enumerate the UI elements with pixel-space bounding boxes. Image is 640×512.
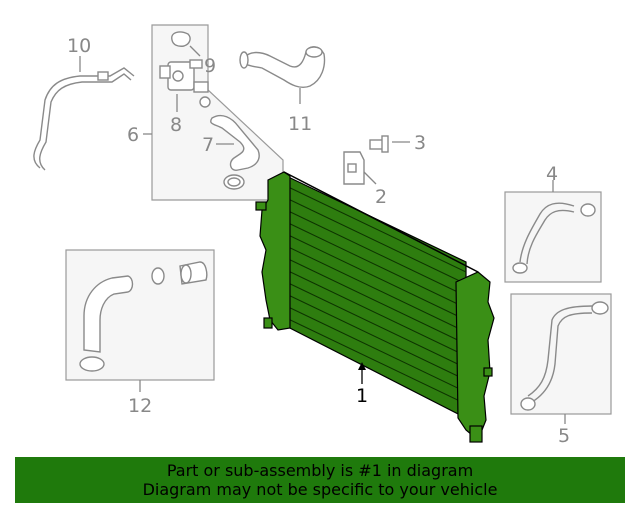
radiator-left-peg <box>263 317 273 329</box>
part-12-hose[interactable] <box>79 261 208 372</box>
callout-5: 5 <box>558 425 570 447</box>
callout-7: 7 <box>202 134 214 156</box>
callout-1: 1 <box>356 385 368 407</box>
radiator-right-peg <box>469 425 483 443</box>
radiator-fins <box>281 183 467 405</box>
part-5-box <box>510 293 612 415</box>
leader-1-arrow <box>358 362 366 370</box>
part-9-cap[interactable] <box>171 31 191 47</box>
banner-line-1: Part or sub-assembly is #1 in diagram <box>166 461 474 480</box>
part-2-bracket[interactable] <box>343 151 365 185</box>
callout-9: 9 <box>204 55 216 77</box>
callout-11: 11 <box>288 113 312 135</box>
part-10-hose-line[interactable] <box>33 67 135 171</box>
part-3-bolt[interactable] <box>369 135 389 153</box>
callout-2: 2 <box>375 186 387 208</box>
part-6-group-box <box>151 24 284 201</box>
part-8-housing[interactable] <box>159 59 211 108</box>
part-4-hose[interactable] <box>512 202 596 274</box>
part-11-upper-hose[interactable] <box>239 46 326 89</box>
part-5-hose[interactable] <box>520 301 609 411</box>
radiator-left-tab <box>255 201 267 211</box>
leader-9 <box>189 45 201 57</box>
radiator-right-tab <box>483 367 493 377</box>
callout-4: 4 <box>546 163 558 185</box>
radiator-right-tank <box>455 271 495 441</box>
callout-6: 6 <box>127 124 139 146</box>
radiator-core <box>281 173 467 419</box>
callout-12: 12 <box>128 395 152 417</box>
info-banner: Part or sub-assembly is #1 in diagram Di… <box>15 457 625 503</box>
callout-3: 3 <box>414 132 426 154</box>
callout-10: 10 <box>67 35 91 57</box>
part-1-radiator[interactable] <box>255 171 495 443</box>
callout-8: 8 <box>170 114 182 136</box>
leader-2 <box>363 171 377 185</box>
parts-diagram: 10 6 9 8 7 11 3 <box>33 24 612 447</box>
part-7-hose[interactable] <box>210 114 260 190</box>
banner-line-2: Diagram may not be specific to your vehi… <box>142 480 498 499</box>
